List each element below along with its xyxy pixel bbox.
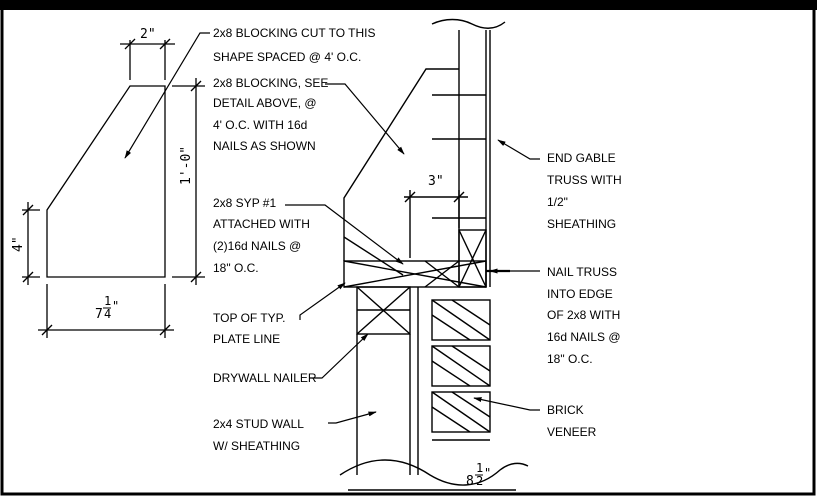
svg-text:NAILS AS SHOWN: NAILS AS SHOWN (213, 139, 316, 153)
svg-text:2x8 BLOCKING CUT TO THIS: 2x8 BLOCKING CUT TO THIS (213, 26, 376, 40)
svg-text:BRICK: BRICK (547, 403, 584, 417)
top-border-bar (0, 0, 817, 10)
svg-text:2x8 BLOCKING, SEE: 2x8 BLOCKING, SEE (213, 76, 328, 90)
svg-text:DRYWALL NAILER: DRYWALL NAILER (213, 371, 317, 385)
svg-text:TRUSS WITH: TRUSS WITH (547, 173, 622, 187)
svg-text:2x4 STUD WALL: 2x4 STUD WALL (213, 417, 304, 431)
dim-bottom-inch: " (112, 299, 119, 313)
dim-bottom-num: 1 (104, 294, 111, 308)
svg-text:18" O.C.: 18" O.C. (547, 352, 593, 366)
dim-eight-den: 2 (476, 474, 483, 488)
svg-text:1/2": 1/2" (547, 195, 568, 209)
callout-drywall: DRYWALL NAILER (213, 371, 317, 385)
callout-nail-truss: NAIL TRUSS INTO EDGE OF 2x8 WITH 16d NAI… (547, 265, 621, 366)
svg-text:TOP OF TYP.: TOP OF TYP. (213, 311, 285, 325)
svg-text:NAIL TRUSS: NAIL TRUSS (547, 265, 617, 279)
svg-text:SHAPE SPACED @ 4' O.C.: SHAPE SPACED @ 4' O.C. (213, 50, 361, 64)
leader-lines (124, 32, 540, 424)
svg-text:ATTACHED WITH: ATTACHED WITH (213, 217, 310, 231)
callout-end-gable: END GABLE TRUSS WITH 1/2" SHEATHING (547, 151, 622, 231)
svg-text:VENEER: VENEER (547, 425, 597, 439)
dim-bottom-whole: 7 (95, 307, 103, 322)
dim-eight-num: 1 (476, 461, 483, 475)
section-view (339, 18, 529, 491)
dim-three-in: 3" (428, 174, 444, 189)
dim-side-4in: 4" (11, 236, 26, 252)
svg-text:SHEATHING: SHEATHING (547, 217, 616, 231)
callout-blocking-see: 2x8 BLOCKING, SEE DETAIL ABOVE, @ 4' O.C… (213, 76, 328, 153)
svg-text:PLATE LINE: PLATE LINE (213, 332, 280, 346)
svg-text:OF 2x8 WITH: OF 2x8 WITH (547, 308, 620, 322)
svg-text:2x8 SYP #1: 2x8 SYP #1 (213, 196, 276, 210)
svg-text:END GABLE: END GABLE (547, 151, 616, 165)
svg-text:INTO EDGE: INTO EDGE (547, 287, 613, 301)
callout-blocking-cut: 2x8 BLOCKING CUT TO THIS SHAPE SPACED @ … (213, 26, 376, 64)
svg-text:16d NAILS @: 16d NAILS @ (547, 330, 621, 344)
dim-bottom-den: 4 (104, 307, 111, 321)
svg-text:18" O.C.: 18" O.C. (213, 261, 259, 275)
dim-eight-whole: 8 (466, 474, 474, 489)
blocking-shape (46, 85, 166, 278)
svg-text:(2)16d NAILS @: (2)16d NAILS @ (213, 239, 301, 253)
svg-text:4' O.C. WITH 16d: 4' O.C. WITH 16d (213, 118, 307, 132)
callout-brick: BRICK VENEER (547, 403, 597, 439)
callout-syp: 2x8 SYP #1 ATTACHED WITH (2)16d NAILS @ … (213, 196, 310, 275)
blocking-shape-detail (22, 38, 205, 338)
svg-text:W/ SHEATHING: W/ SHEATHING (213, 439, 300, 453)
dim-height-1ft: 1'-0" (179, 146, 194, 185)
dim-top-2in: 2" (140, 27, 156, 42)
dim-eight-inch: " (484, 466, 491, 480)
svg-text:DETAIL ABOVE, @: DETAIL ABOVE, @ (213, 96, 317, 110)
callout-stud-wall: 2x4 STUD WALL W/ SHEATHING (213, 417, 304, 453)
callout-top-plate: TOP OF TYP. PLATE LINE (213, 311, 285, 346)
